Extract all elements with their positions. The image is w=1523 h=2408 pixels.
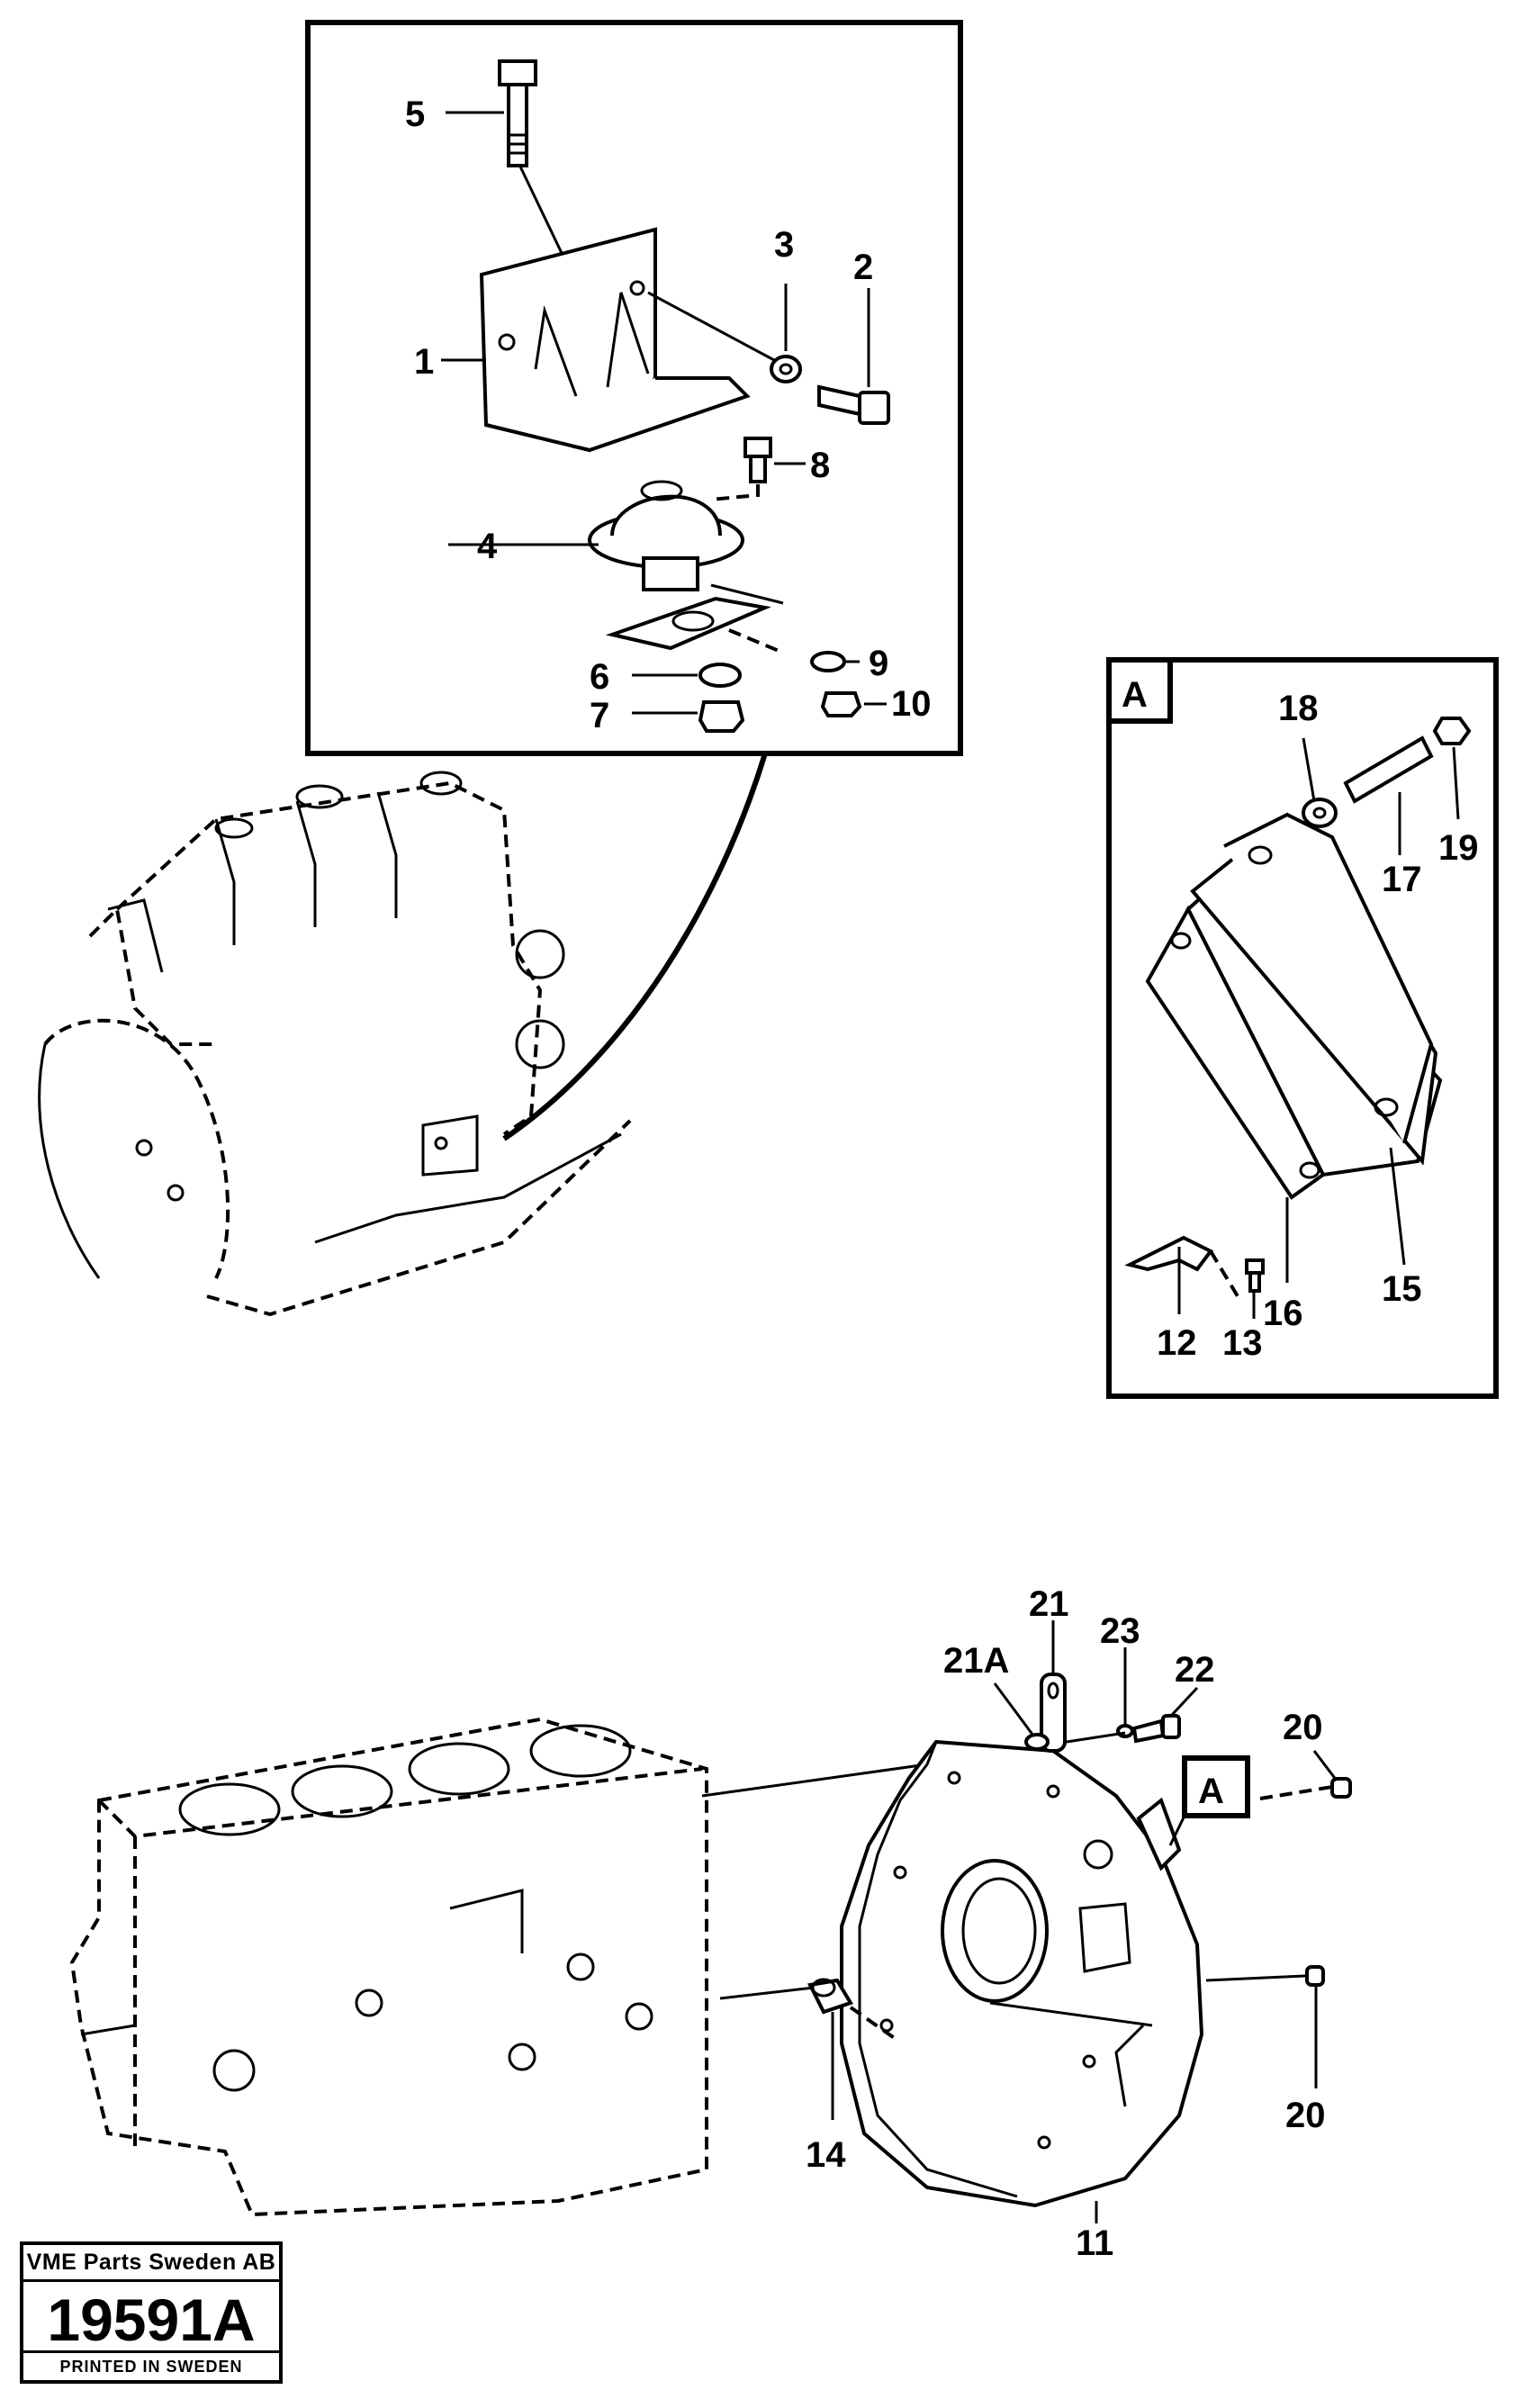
diagram-number: 19591A [47,2286,256,2353]
callout-18: 18 [1278,689,1319,728]
inset-a-tag: A [1122,675,1148,715]
rubber-mount-part-4 [588,480,784,605]
engine-upper-outline [38,771,632,1317]
title-stamp: VME Parts Sweden AB 19591A PRINTED IN SW… [20,2241,283,2384]
callout-7: 7 [590,696,609,735]
cooler-part-15 [1185,812,1443,1177]
callout-20-lower: 20 [1285,2096,1326,2135]
callout-22: 22 [1175,1650,1215,1690]
callout-4: 4 [477,527,498,566]
callout-21: 21 [1029,1584,1069,1624]
callout-1: 1 [414,342,434,382]
inset-a-box [1106,657,1499,1399]
callout-6: 6 [590,657,609,697]
nut-part-7 [698,700,745,733]
callout-3: 3 [774,225,794,265]
nut-part-10 [820,691,862,717]
housing-a-box [1182,1755,1250,1818]
washer-part-6 [698,663,742,688]
callout-12: 12 [1157,1323,1197,1363]
callout-15: 15 [1382,1269,1422,1309]
stud-part-17 [1343,735,1434,804]
washer-part-21a [1024,1733,1050,1751]
callout-20-upper: 20 [1283,1708,1323,1747]
mount-detail-box [305,20,963,1141]
callout-2: 2 [853,248,873,287]
screw-part-8 [710,437,772,501]
cooler-part-16 [1145,905,1326,1200]
mount-plate [605,596,771,651]
flywheel-housing-part-11 [840,1739,1204,2208]
callout-19: 19 [1438,828,1479,868]
washer-part-18 [1302,798,1338,828]
bracket-part-12 [1124,1235,1239,1298]
inset-leaders [1177,737,1460,1319]
screw-part-20-upper [1259,1777,1352,1800]
callout-10: 10 [891,684,932,724]
housing-a-tag: A [1198,1772,1224,1811]
callout-5: 5 [405,95,425,134]
callout-13: 13 [1222,1323,1263,1363]
callout-8: 8 [810,446,830,485]
plug-part-14 [807,1978,897,2041]
callout-16: 16 [1263,1294,1303,1333]
callout-14: 14 [806,2135,846,2175]
callout-21a: 21A [943,1641,1009,1681]
lower-leaders [831,1620,1338,2223]
printed-note: PRINTED IN SWEDEN [23,2350,279,2380]
washer-part-3 [770,355,802,383]
washer-part-9 [728,628,846,672]
screw-part-13 [1245,1258,1265,1293]
bolt-part-2 [817,384,890,425]
nut-part-19 [1432,717,1472,745]
company-name: VME Parts Sweden AB [23,2245,279,2282]
screw-part-22 [1066,1714,1181,1744]
callout-9: 9 [869,644,888,683]
callout-11: 11 [1076,2223,1113,2263]
bracket-part-1 [479,227,775,453]
mount-leaders [441,111,887,715]
callout-17: 17 [1382,860,1422,899]
callout-23: 23 [1100,1611,1140,1651]
screw-part-20-lower [1205,1965,1325,2088]
